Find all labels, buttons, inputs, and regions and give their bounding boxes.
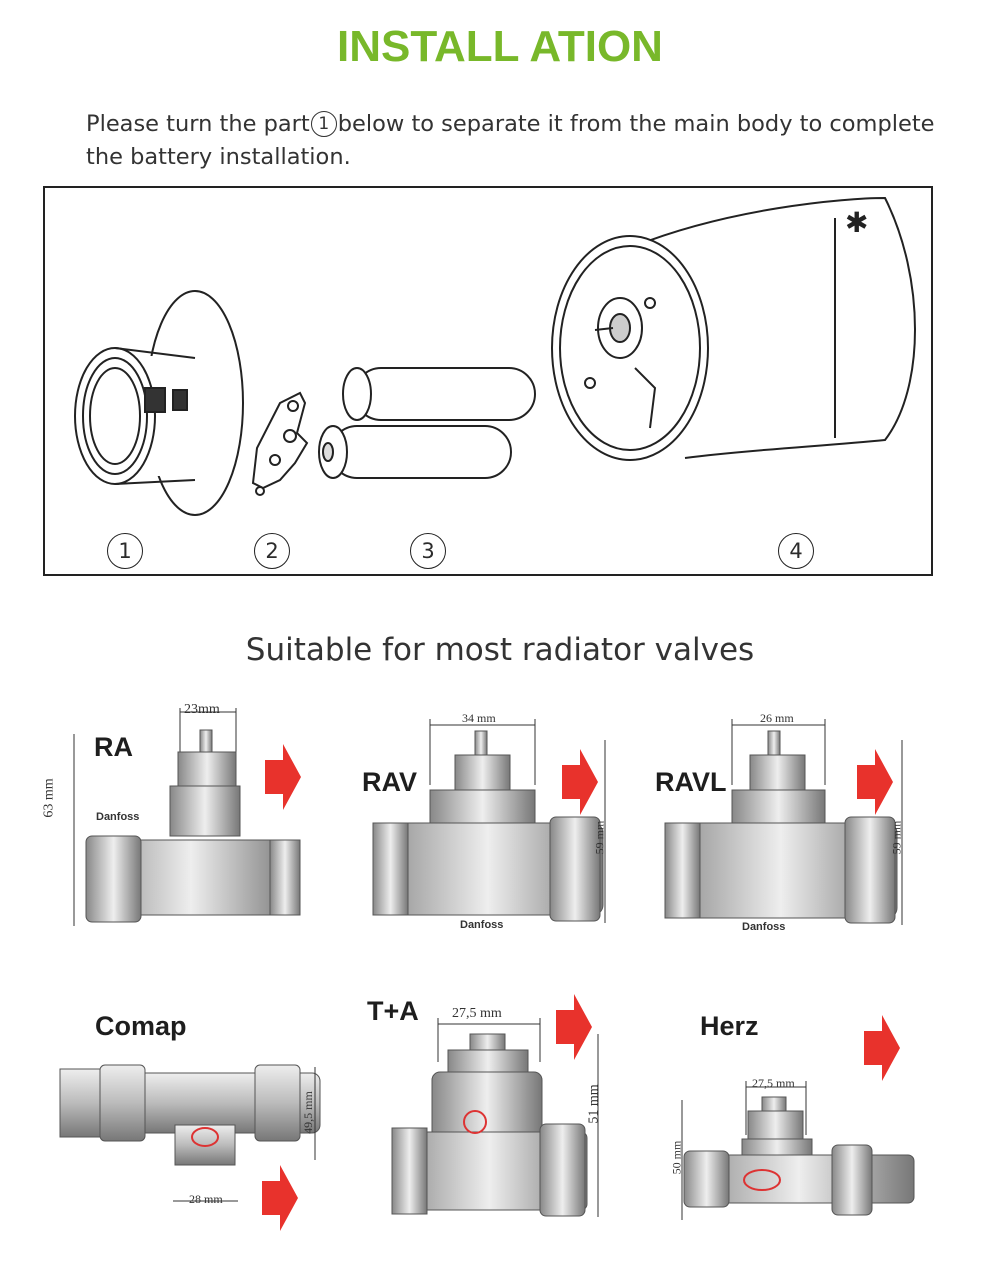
arrow-icon xyxy=(556,994,592,1060)
arrow-icon xyxy=(864,1015,900,1081)
instruction-part-1: Please turn the part xyxy=(86,111,310,137)
valve-brand-ra: Danfoss xyxy=(96,811,140,823)
part-3-batteries xyxy=(318,367,536,479)
valve-width-ra: 23mm xyxy=(184,702,220,717)
valve-brand-rav: Danfoss xyxy=(460,919,504,931)
part-label-2: 2 xyxy=(254,533,290,569)
arrow-icon xyxy=(562,749,598,815)
valve-width-ravl: 26 mm xyxy=(760,711,794,725)
valve-herz-drawing xyxy=(681,1081,915,1220)
valve-height-comap: 49,5 mm xyxy=(300,1091,315,1134)
part-1-mounting-ring xyxy=(74,290,244,516)
arrow-icon xyxy=(262,1165,298,1231)
exploded-diagram-panel: ✱ 1 2 3 4 xyxy=(43,186,933,576)
valve-width-herz: 27,5 mm xyxy=(752,1076,795,1090)
valve-comap: Comap 28 mm 49,5 mm xyxy=(55,1005,345,1245)
valve-herz: Herz 27,5 mm 50 mm xyxy=(660,1005,950,1245)
part-label-4: 4 xyxy=(778,533,814,569)
valve-label-herz: Herz xyxy=(700,1011,759,1041)
valve-ta-drawing xyxy=(391,1018,599,1217)
part-label-3: 3 xyxy=(410,533,446,569)
valve-height-herz: 50 mm xyxy=(669,1140,684,1175)
valve-label-ta: T+A xyxy=(367,996,419,1026)
valve-ra: RA Danfoss 23mm 63 mm xyxy=(42,700,320,940)
valve-label-comap: Comap xyxy=(95,1011,187,1041)
valve-ravl-drawing xyxy=(664,719,903,925)
valve-label-rav: RAV xyxy=(362,767,418,797)
valve-ra-drawing xyxy=(73,708,301,926)
instruction-part-2: below to separate it from the main body … xyxy=(86,111,935,170)
valve-label-ra: RA xyxy=(94,732,133,762)
svg-text:✱: ✱ xyxy=(845,206,868,239)
arrow-icon xyxy=(265,744,301,810)
valve-height-ra: 63 mm xyxy=(41,778,57,818)
part-label-1: 1 xyxy=(107,533,143,569)
valve-width-ta: 27,5 mm xyxy=(452,1006,502,1021)
valve-rav: RAV Danfoss 34 mm 59 mm xyxy=(355,705,625,945)
exploded-diagram: ✱ xyxy=(74,196,916,516)
valve-comap-drawing xyxy=(59,1064,321,1202)
part-4-main-body: ✱ xyxy=(551,196,916,461)
valve-width-comap: 28 mm xyxy=(189,1192,223,1206)
valve-rav-drawing xyxy=(372,719,606,923)
part-1-circle: 1 xyxy=(310,111,337,137)
valve-width-rav: 34 mm xyxy=(462,711,496,725)
compatibility-subtitle: Suitable for most radiator valves xyxy=(245,632,755,668)
valve-height-ta: 51 mm xyxy=(586,1084,602,1124)
valve-label-ravl: RAVL xyxy=(655,767,727,797)
part-2-contact-plate xyxy=(251,391,309,496)
valve-ta: T+A 27,5 mm 51 mm xyxy=(360,992,640,1232)
page-title: INSTALL ATION xyxy=(337,22,663,71)
valve-ravl: RAVL Danfoss 26 mm 59 mm xyxy=(650,705,920,945)
valve-brand-ravl: Danfoss xyxy=(742,921,786,933)
valve-height-ravl: 59 mm xyxy=(889,820,904,855)
valve-height-rav: 59 mm xyxy=(592,820,607,855)
arrow-icon xyxy=(857,749,893,815)
